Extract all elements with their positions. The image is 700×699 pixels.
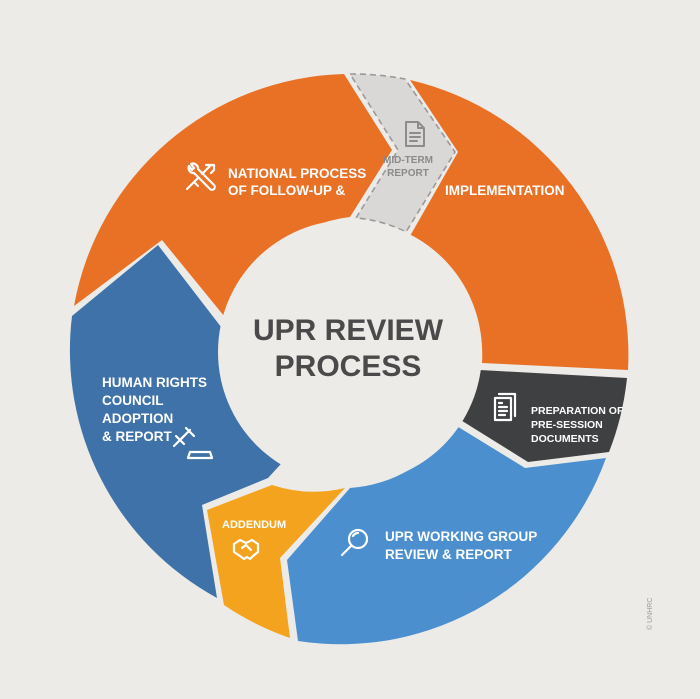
pre-session-label-line2: PRE-SESSION bbox=[531, 419, 603, 431]
hrc-label-line4: & REPORT bbox=[102, 429, 173, 444]
segment-implementation bbox=[410, 80, 629, 370]
hrc-label-line3: ADOPTION bbox=[102, 411, 173, 426]
center-title-line1: UPR REVIEW bbox=[253, 314, 444, 347]
segment-working-group bbox=[287, 425, 606, 645]
credit-text: © UNHRC bbox=[646, 598, 654, 630]
segment-mid-term bbox=[348, 73, 456, 234]
working-group-label-line1: UPR WORKING GROUP bbox=[385, 529, 537, 544]
follow-up-label-line1: NATIONAL PROCESS bbox=[228, 166, 366, 181]
documents-stack-icon bbox=[493, 392, 517, 422]
pre-session-label-line3: DOCUMENTS bbox=[531, 433, 599, 445]
tools-icon bbox=[185, 162, 216, 191]
addendum-label: ADDENDUM bbox=[222, 519, 286, 531]
hrc-label-line1: HUMAN RIGHTS bbox=[102, 375, 207, 390]
mid-term-label-line1: MID-TERM bbox=[383, 155, 433, 166]
mid-term-label-line2: REPORT bbox=[387, 168, 429, 179]
segment-human-rights-council bbox=[69, 245, 292, 598]
implementation-label: IMPLEMENTATION bbox=[445, 183, 565, 198]
segment-addendum bbox=[207, 485, 345, 638]
gavel-icon bbox=[172, 426, 214, 460]
hrc-label-line2: COUNCIL bbox=[102, 393, 164, 408]
document-icon bbox=[405, 121, 425, 147]
magnifier-icon bbox=[340, 528, 369, 557]
inner-circle bbox=[218, 220, 482, 484]
center-title-line2: PROCESS bbox=[275, 350, 422, 383]
pre-session-label-line1: PREPARATION OF bbox=[531, 405, 624, 417]
follow-up-label-line2: OF FOLLOW-UP & bbox=[228, 183, 345, 198]
working-group-label-line2: REVIEW & REPORT bbox=[385, 547, 513, 562]
handshake-icon bbox=[232, 538, 260, 561]
segment-follow-up bbox=[74, 74, 392, 327]
